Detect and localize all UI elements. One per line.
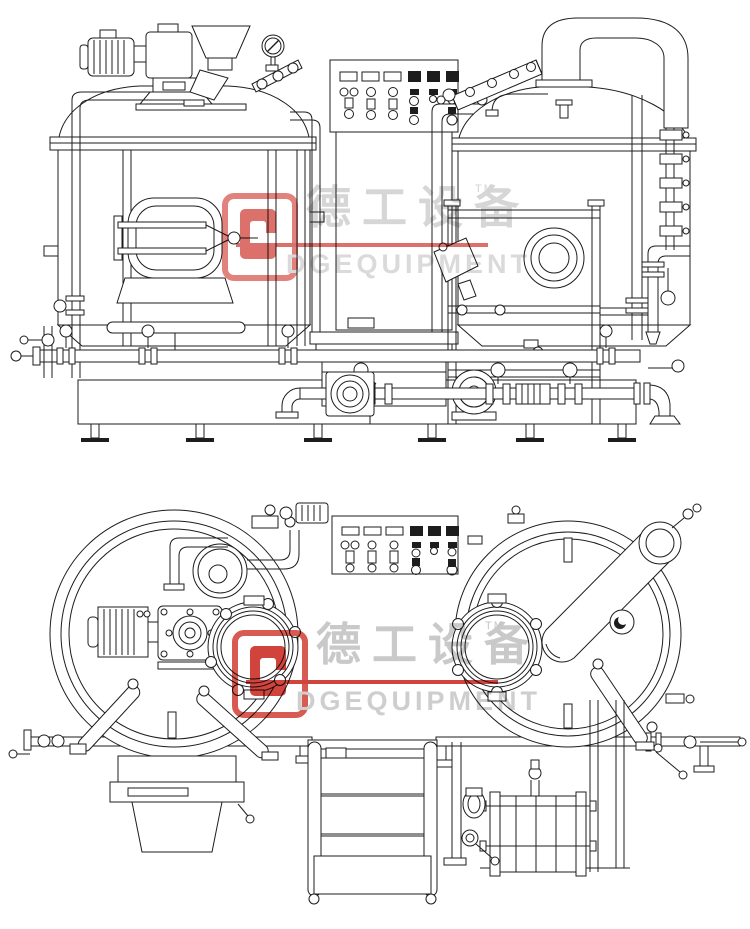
gearbox [145,31,193,79]
plan-pipe-valves-right [645,721,747,780]
manway-handle [227,231,241,245]
side-nozzle [43,245,59,257]
manway-hinge [113,215,123,261]
manway-door-front [113,197,258,304]
bottom-pipe-manifold [10,321,685,425]
kettle-plan [451,503,702,753]
main-pipe [39,349,641,363]
side-nozzle [309,211,325,223]
plan-left-fittings [8,729,65,759]
leveling-feet [81,423,636,442]
sight-glass-plan [609,609,635,635]
motor-coupling [133,45,147,63]
side-fittings-column [659,128,690,250]
access-ladder-plan [307,739,438,905]
support-braces-plan [69,678,279,761]
vent-port-plan [192,543,248,599]
brew-kettle-front [436,17,697,347]
top-plan-view [8,502,747,905]
control-panel-plan [331,515,459,576]
sparge-pipe [106,321,246,334]
agitator-motor-front [79,23,247,111]
expansion-joint [515,383,551,405]
tilted-manifold [436,59,543,111]
dome-valve-assembly [251,59,303,93]
vent-duct [535,17,689,129]
rim-tab [167,711,177,739]
chimney-stack-plan [541,503,702,663]
rim-tab [563,537,573,563]
plan-valve-cluster [251,502,329,529]
discharge-elbow [633,359,685,425]
tank-stand-plan [109,755,255,853]
heat-exchanger-plan [479,759,597,877]
drain-downpipe [641,245,690,345]
panel-indicators [339,71,459,82]
valve-handle [660,290,676,306]
rim-tab [563,703,573,729]
front-elevation-view [10,17,697,442]
secondary-pipe [275,362,641,419]
pump-skid-plan [443,700,630,877]
manhole-plan-right [451,593,543,702]
duct-flange [535,79,593,88]
left-fitting-cluster [19,326,55,378]
valve-handle [53,299,67,313]
mash-tun-plan [8,502,329,853]
main-pipe-valves [56,324,616,365]
manway-chute [116,277,234,304]
support-leg-plan [590,658,663,753]
transfer-pump-front [325,371,375,417]
cabinet-body [335,131,453,331]
pressure-gauge [261,34,285,72]
agitator-motor-plan [87,605,227,670]
grist-hopper [189,25,251,101]
skid-valves-plan [461,787,500,866]
sight-glass-front [523,227,585,289]
